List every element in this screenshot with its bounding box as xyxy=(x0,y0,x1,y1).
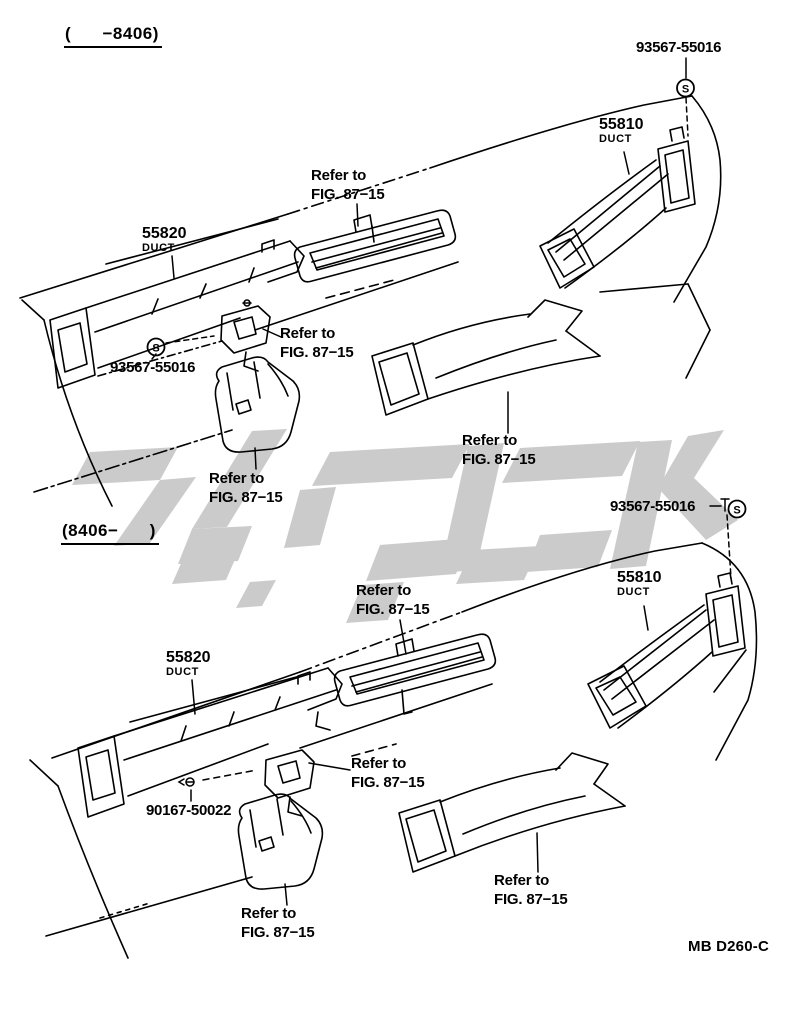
refer-note-late-mid: Refer to FIG. 87−15 xyxy=(351,755,425,793)
part-number: 55820 xyxy=(166,649,211,666)
refer-note-line2: FIG. 87−15 xyxy=(351,773,425,791)
dashboard-body-early xyxy=(19,95,722,507)
part-type: DUCT xyxy=(599,133,632,145)
refer-note-line2: FIG. 87−15 xyxy=(462,450,536,468)
floor-boot-duct-late xyxy=(237,793,324,890)
part-number-clip-screw-late: 93567-55016 xyxy=(610,498,696,515)
refer-note-line1: Refer to xyxy=(462,432,518,449)
mount-screw-late xyxy=(177,769,258,787)
refer-note-early-right: Refer to FIG. 87−15 xyxy=(462,432,536,470)
refer-note-line1: Refer to xyxy=(351,755,407,772)
label-side-duct-early: 55810 DUCT xyxy=(599,116,644,146)
part-number: 55810 xyxy=(599,116,644,133)
refer-note-line1: Refer to xyxy=(209,470,265,487)
refer-note-line2: FIG. 87−15 xyxy=(280,343,354,361)
part-type: DUCT xyxy=(166,666,199,678)
part-type: DUCT xyxy=(617,586,650,598)
refer-note-line1: Refer to xyxy=(241,905,297,922)
refer-note-line2: FIG. 87−15 xyxy=(494,890,568,908)
part-number-clip-screw-early: 93567-55016 xyxy=(636,39,722,56)
clip-symbol-s-top-right: S xyxy=(676,78,695,98)
label-defroster-duct-early: 55820 DUCT xyxy=(142,225,187,255)
defroster-duct-55820-late xyxy=(77,667,343,818)
vent-bracket-late xyxy=(264,749,315,817)
refer-note-late-top: Refer to FIG. 87−15 xyxy=(356,582,430,620)
figure-code: MB D260-C xyxy=(688,938,769,955)
refer-note-line1: Refer to xyxy=(356,582,412,599)
side-duct-55810-early xyxy=(539,126,696,289)
dashboard-body-late xyxy=(29,542,758,959)
refer-note-early-bottom: Refer to FIG. 87−15 xyxy=(209,470,283,508)
part-number-mount-screw-late: 90167-50022 xyxy=(146,802,232,819)
vent-clamp-early xyxy=(220,299,271,372)
clip-symbol-s-mid-left: S xyxy=(146,337,166,357)
variant-label-early: ( −8406) xyxy=(64,24,162,48)
refer-note-late-right: Refer to FIG. 87−15 xyxy=(494,872,568,910)
part-number-clip-screw-early-left: 93567-55016 xyxy=(110,359,196,376)
clip-symbol-s-bottom-right: S xyxy=(727,499,747,519)
elbow-duct-late xyxy=(398,752,626,873)
refer-note-line1: Refer to xyxy=(311,167,367,184)
clip-symbol-letter: S xyxy=(682,84,689,96)
refer-note-line2: FIG. 87−15 xyxy=(356,600,430,618)
part-type: DUCT xyxy=(142,242,175,254)
refer-note-line2: FIG. 87−15 xyxy=(209,488,283,506)
part-number: 55820 xyxy=(142,225,187,242)
refer-note-late-bottom: Refer to FIG. 87−15 xyxy=(241,905,315,943)
leader-lines-late xyxy=(190,498,732,906)
clip-symbol-letter: S xyxy=(733,505,740,517)
label-defroster-duct-late: 55820 DUCT xyxy=(166,649,211,679)
refer-note-line2: FIG. 87−15 xyxy=(311,185,385,203)
clip-symbol-letter: S xyxy=(152,343,159,355)
elbow-duct-early xyxy=(371,299,601,416)
watermark xyxy=(72,429,738,623)
refer-note-line2: FIG. 87−15 xyxy=(241,923,315,941)
refer-note-early-top: Refer to FIG. 87−15 xyxy=(311,167,385,205)
center-vent-late xyxy=(315,633,497,757)
variant-label-late: (8406− ) xyxy=(61,521,159,545)
leader-lines-early xyxy=(151,57,689,470)
refer-note-line1: Refer to xyxy=(494,872,550,889)
label-side-duct-late: 55810 DUCT xyxy=(617,569,662,599)
part-number: 55810 xyxy=(617,569,662,586)
floor-boot-duct-early xyxy=(214,356,301,453)
refer-note-line1: Refer to xyxy=(280,325,336,342)
center-vent-early xyxy=(293,209,457,299)
refer-note-early-mid: Refer to FIG. 87−15 xyxy=(280,325,354,363)
side-duct-55810-late xyxy=(587,572,746,729)
